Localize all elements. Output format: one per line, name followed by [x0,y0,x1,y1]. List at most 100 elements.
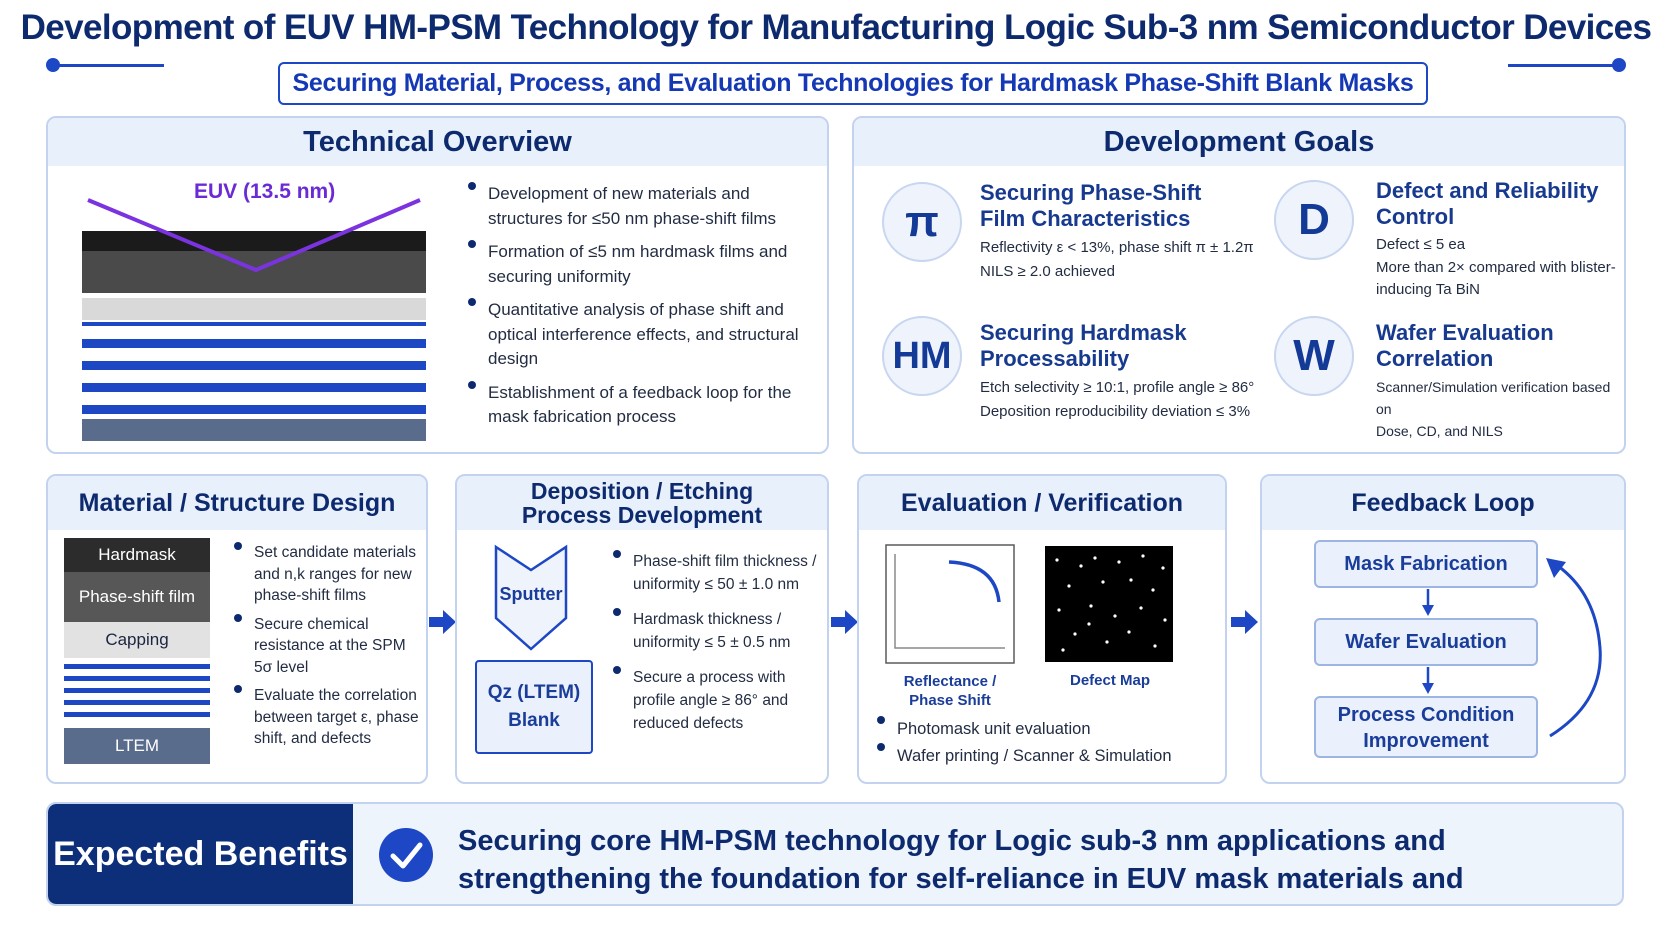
reflectance-label-line: Phase Shift [909,692,991,709]
layer-hardmask: Hardmask [64,538,210,572]
evaluation-panel: Evaluation / Verification Reflectance / … [857,474,1227,784]
deposition-title-line: Deposition / Etching [530,478,754,504]
wafer-w-icon: W [1274,316,1354,396]
step-process-condition-improvement: Process Condition Improvement [1314,696,1538,758]
deposition-title-line: Process Development [521,502,763,528]
defect-d-icon: D [1274,180,1354,260]
stack-stripe [82,339,426,348]
goal-title-hardmask: Securing Hardmask Processability [980,320,1187,371]
stack-stripe [82,405,426,414]
flow-arrow-right-icon [429,610,456,634]
checkmark-icon [379,828,433,882]
overview-bullet: Formation of ≤5 nm hardmask films and se… [466,240,806,289]
defect-map-icon [1045,546,1173,662]
stack-stripe [82,383,426,392]
title-rule-right [1508,64,1620,67]
arrow-down-icon [1422,667,1434,694]
goal-line: Etch selectivity ≥ 10:1, profile angle ≥… [980,379,1255,396]
feedback-loop-title: Feedback Loop [1262,476,1624,530]
loop-return-arrow-icon [1546,558,1602,738]
goal-line: More than 2× compared with blister-induc… [1376,258,1616,299]
qz-ltem-blank-box: Qz (LTEM) Blank [475,660,593,754]
stripe [64,688,210,693]
stack-layer-light [82,298,426,320]
stack-layer-dark [82,251,426,293]
page-subtitle: Securing Material, Process, and Evaluati… [278,62,1428,105]
arrow-down-icon [1422,589,1434,616]
goal-text-hardmask: Etch selectivity ≥ 10:1, profile angle ≥… [980,376,1270,424]
step-mask-fabrication: Mask Fabrication [1314,540,1538,588]
phase-shift-pi-icon: π [882,182,962,262]
title-rule-right-dot [1612,58,1626,72]
sputter-label: Sputter [499,584,563,604]
layer-capping: Capping [64,622,210,658]
deposition-etching-title: Deposition / Etching Process Development [457,476,827,530]
material-bullet-list: Set candidate materials and n,k ranges f… [232,542,420,750]
layer-phase-shift-film: Phase-shift film [64,572,210,622]
deposition-bullet: Hardmask thickness / uniformity ≤ 5 ± 0.… [611,608,817,654]
qz-blank-line: Blank [508,710,560,731]
stripe [64,712,210,717]
goal-line: Reflectivity ε < 13%, phase shift π ± 1.… [980,239,1254,256]
flow-arrow-right-icon [1231,610,1258,634]
reflectance-curve-icon [885,544,1015,664]
material-bullet: Secure chemical resistance at the SPM 5σ… [232,613,420,679]
development-goals-panel: Development Goals π Securing Phase-Shift… [852,116,1626,454]
feedback-loop-panel: Feedback Loop Mask Fabrication Wafer Eva… [1260,474,1626,784]
sputter-target-icon [494,544,568,651]
stripe [64,700,210,705]
qz-blank-line: Qz (LTEM) [487,682,581,703]
expected-benefits-text: Securing core HM-PSM technology for Logi… [458,822,1598,904]
stripe [64,664,210,669]
goal-title-defect: Defect and Reliability Control [1376,178,1599,229]
title-rule-left-dot [46,58,60,72]
overview-bullet-list: Development of new materials and structu… [466,182,806,430]
deposition-bullet: Secure a process with profile angle ≥ 86… [611,666,817,735]
reflectance-label-line: Reflectance / [903,673,997,690]
deposition-bullet-list: Phase-shift film thickness / uniformity … [611,550,817,735]
technical-overview-panel: Technical Overview EUV (13.5 nm) Develop… [46,116,829,454]
evaluation-title: Evaluation / Verification [859,476,1225,530]
goal-text-wafer: Scanner/Simulation verification based on… [1376,376,1622,442]
goal-text-phase-shift: Reflectivity ε < 13%, phase shift π ± 1.… [980,236,1260,284]
evaluation-bullet: Wafer printing / Scanner & Simulation [875,743,1215,770]
title-rule-left [52,64,164,67]
deposition-bullet: Phase-shift film thickness / uniformity … [611,550,817,596]
goal-line: Deposition reproducibility deviation ≤ 3… [980,403,1251,420]
goal-title-phase-shift: Securing Phase-Shift Film Characteristic… [980,180,1202,231]
overview-bullet: Development of new materials and structu… [466,182,806,231]
evaluation-bullet-list: Photomask unit evaluation Wafer printing… [875,716,1215,770]
material-bullet: Evaluate the correlation between target … [232,685,420,750]
goal-line: Defect ≤ 5 ea [1376,236,1466,253]
layer-ltem: LTEM [64,728,210,764]
expected-benefits-banner: Expected Benefits Securing core HM-PSM t… [46,802,1624,906]
goal-line: Scanner/Simulation verification based on [1376,379,1611,417]
layer-multilayer-stripes [64,660,210,718]
technical-overview-title: Technical Overview [48,118,827,166]
goal-title-wafer: Wafer Evaluation Correlation [1376,320,1554,371]
step-wafer-evaluation: Wafer Evaluation [1314,618,1538,666]
material-design-panel: Material / Structure Design Hardmask Pha… [46,474,428,784]
goal-line: NILS ≥ 2.0 achieved [980,263,1115,280]
stack-substrate [82,419,426,441]
defect-map-label: Defect Map [1069,672,1151,689]
goal-line: Dose, CD, and NILS [1376,423,1503,439]
benefits-line: strengthening the foundation for self-re… [458,863,1464,904]
stripe [64,676,210,681]
expected-benefits-label: Expected Benefits [48,804,353,904]
benefits-line: Securing core HM-PSM technology for Logi… [458,825,1446,857]
stack-stripe [82,361,426,370]
material-design-title: Material / Structure Design [48,476,426,530]
goal-text-defect: Defect ≤ 5 ea More than 2× compared with… [1376,234,1616,302]
reflectance-label: Reflectance / Phase Shift [877,672,1023,710]
euv-wavelength-label: EUV (13.5 nm) [194,180,336,203]
page-title: Development of EUV HM-PSM Technology for… [20,8,1652,47]
evaluation-bullet: Photomask unit evaluation [875,716,1215,743]
euv-beam-icon [87,198,421,273]
flow-arrow-right-icon [831,610,858,634]
material-bullet: Set candidate materials and n,k ranges f… [232,542,420,607]
overview-bullet: Establishment of a feedback loop for the… [466,380,806,430]
overview-bullet: Quantitative analysis of phase shift and… [466,298,806,372]
deposition-etching-panel: Deposition / Etching Process Development… [455,474,829,784]
stack-stripe [82,322,426,326]
